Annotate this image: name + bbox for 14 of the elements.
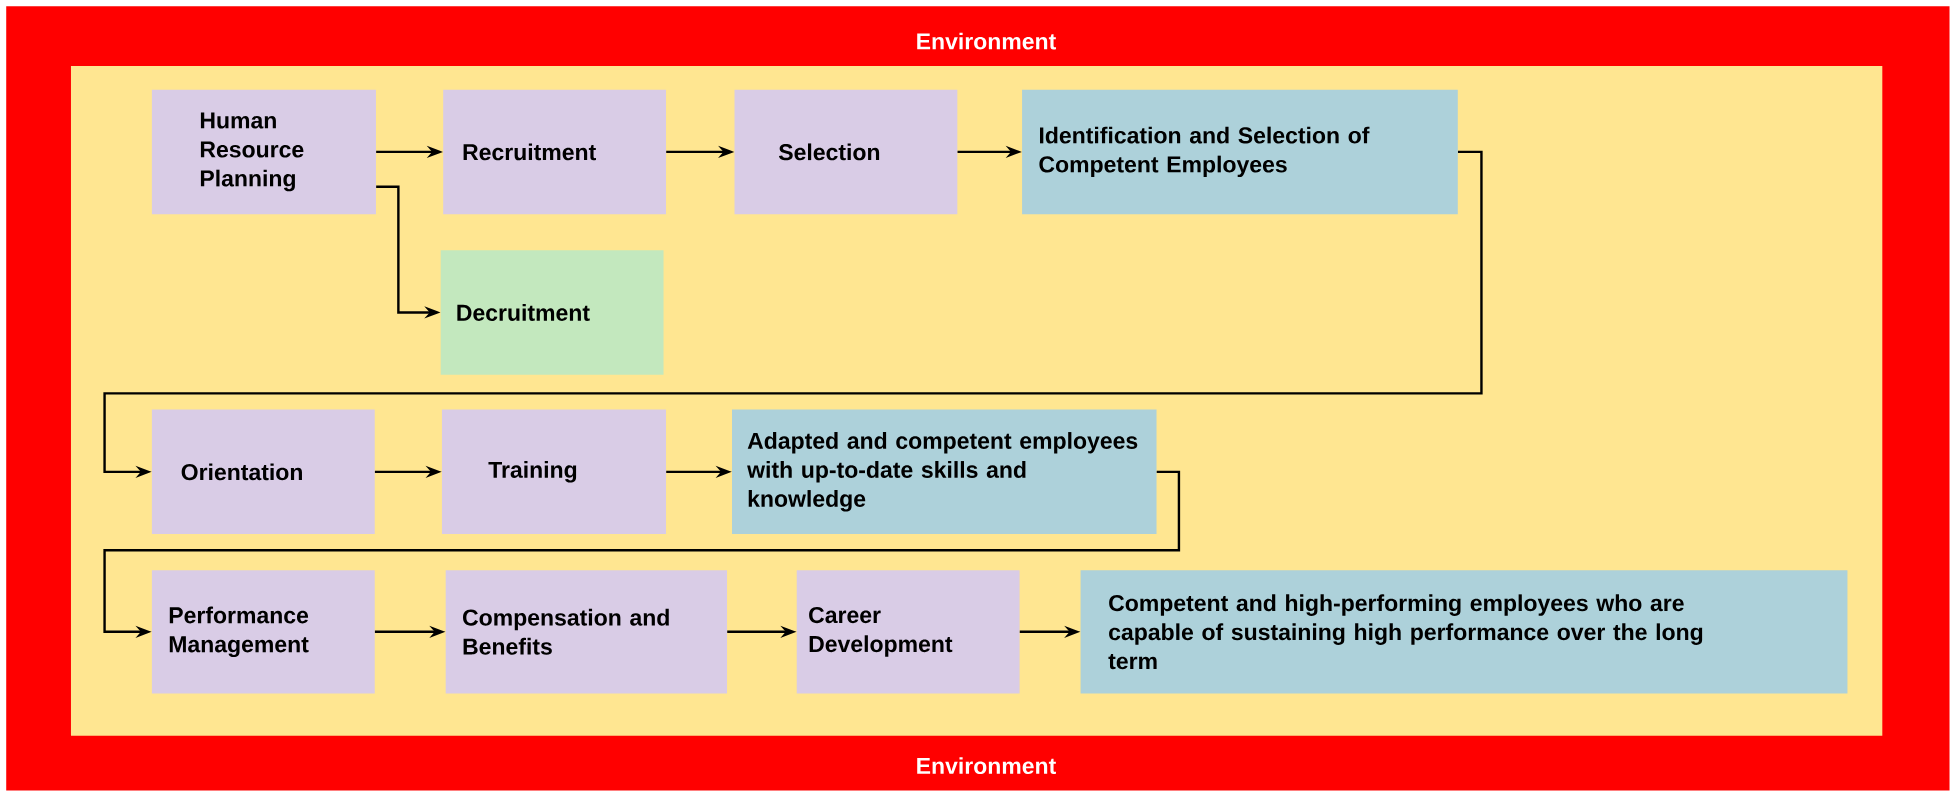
process-box: Training (441, 409, 667, 535)
process-box: Orientation (151, 409, 375, 535)
process-box: Decruitment (440, 250, 664, 375)
outcome-box: Identification and Selection of Competent Employees (1022, 89, 1458, 215)
band-label: Environment (917, 757, 1056, 775)
process-box: Career Development (796, 570, 1020, 694)
process-box: Compensation and Benefits (445, 570, 728, 694)
process-box: Selection (734, 89, 958, 215)
outcome-box: Adapted and competent employees with up-to-date skills and knowledge (732, 409, 1157, 535)
process-box: Performance Management (151, 570, 375, 694)
process-box: Human Resource Planning (151, 89, 376, 215)
process-box: Recruitment (443, 89, 667, 215)
band-label: Environment (917, 32, 1056, 50)
outcome-box: Competent and high-performing employees who are capable of sustaining high performance over the long term (1080, 570, 1848, 694)
